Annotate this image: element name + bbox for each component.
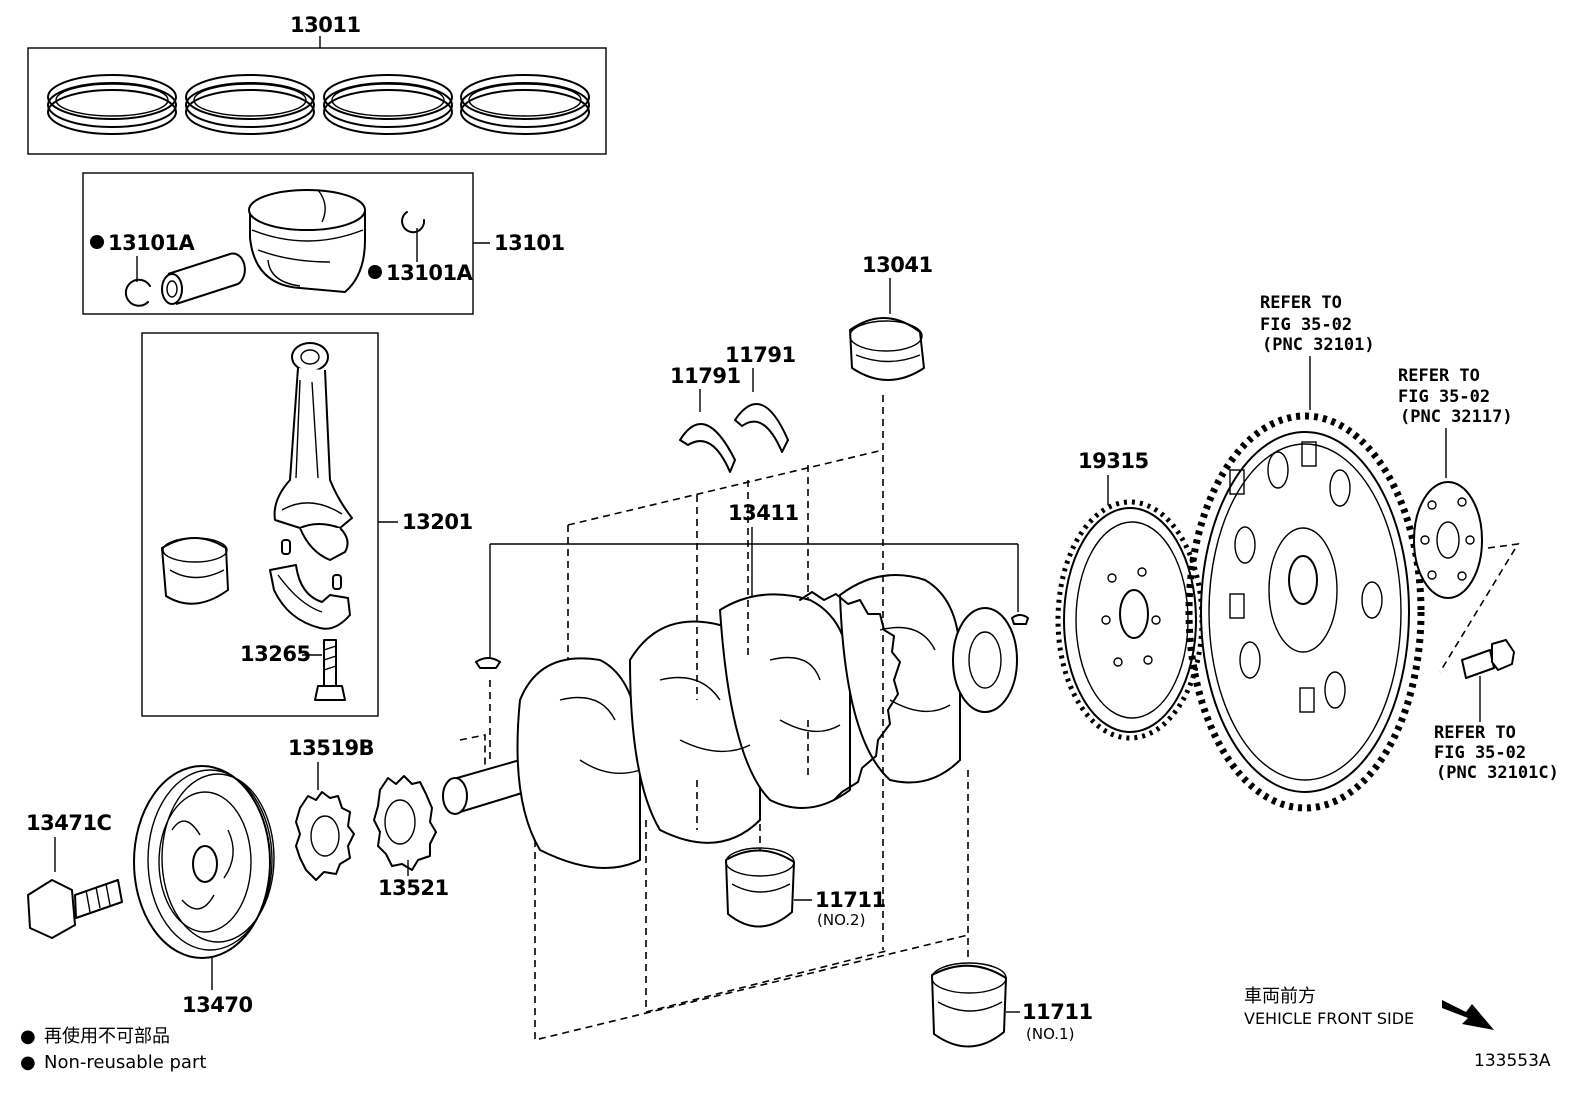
ref3-line1: REFER TO — [1434, 723, 1516, 743]
part-number-13471C[interactable]: 13471C — [26, 811, 112, 835]
figure-id: 133553A — [1474, 1051, 1551, 1071]
crank-key-rear — [1011, 614, 1029, 625]
part-number-11791-b[interactable]: 11791 — [725, 343, 796, 367]
bearing-no1-label: (NO.1) — [1026, 1025, 1074, 1043]
crank-timing-sprocket[interactable] — [373, 775, 437, 871]
bearing-no2-label: (NO.2) — [817, 911, 865, 929]
ref2-line2: FIG 35-02 — [1398, 387, 1490, 407]
pulley-bolt[interactable] — [27, 879, 123, 939]
ring-set-frame — [27, 47, 607, 155]
main-bearing-upper-group: 13041 — [849, 253, 933, 381]
ref3-line3[interactable]: (PNC 32101C) — [1436, 763, 1559, 783]
thrust-washers-group: 11791 11791 — [670, 343, 796, 473]
ref2-line1: REFER TO — [1398, 366, 1480, 386]
conrod-bolt[interactable] — [314, 639, 346, 701]
piston-ring-4[interactable] — [460, 74, 590, 135]
snap-ring-right[interactable] — [401, 211, 426, 234]
knock-pin-left — [281, 539, 291, 555]
piston-pin[interactable] — [161, 252, 246, 305]
legend: ● 再使用不可部品 ● Non-reusable part — [20, 1026, 206, 1073]
piston[interactable] — [248, 189, 366, 293]
part-number-13470[interactable]: 13470 — [182, 993, 253, 1017]
main-bearing-no2[interactable] — [725, 847, 795, 928]
legend-english: Non-reusable part — [44, 1052, 206, 1073]
knock-pin-right — [332, 574, 342, 590]
part-number-13411[interactable]: 13411 — [728, 501, 799, 525]
dashed-assembly-lines — [459, 395, 969, 1042]
part-number-11711-no1[interactable]: 11711 — [1022, 1000, 1093, 1024]
ref3-line2: FIG 35-02 — [1434, 743, 1526, 763]
crankshaft-group: 13411 — [442, 501, 1029, 869]
spacer-plate-group: REFER TO FIG 35-02 (PNC 32117) — [1398, 366, 1520, 673]
ref1-line2: FIG 35-02 — [1260, 315, 1352, 335]
part-number-13521[interactable]: 13521 — [378, 876, 449, 900]
crank-pulley[interactable] — [133, 765, 275, 959]
snap-ring-left[interactable] — [124, 278, 151, 307]
part-number-13041[interactable]: 13041 — [862, 253, 933, 277]
flywheel-bolt-group: REFER TO FIG 35-02 (PNC 32101C) — [1434, 639, 1559, 783]
ref1-line1: REFER TO — [1260, 293, 1342, 313]
signal-plate-group: 19315 — [1055, 449, 1205, 741]
sprocket-13519B-group: 13519B — [288, 736, 375, 881]
legend-bullet-1: ● — [20, 1026, 36, 1047]
legend-japanese: 再使用不可部品 — [44, 1026, 170, 1047]
part-number-13011[interactable]: 13011 — [290, 13, 361, 37]
thrust-washer-2[interactable] — [734, 403, 789, 453]
main-bearing-no2-group: 11711 (NO.2) — [725, 847, 886, 929]
main-bearing-no1-group: 11711 (NO.1) — [931, 962, 1093, 1048]
non-reusable-marker-left — [90, 235, 104, 249]
connecting-rod-group: 13201 13265 — [141, 332, 473, 717]
part-number-13101[interactable]: 13101 — [494, 231, 565, 255]
vehicle-front-indicator: 車両前方 VEHICLE FRONT SIDE — [1244, 986, 1494, 1030]
main-bearing-upper[interactable] — [849, 317, 925, 381]
direction-english: VEHICLE FRONT SIDE — [1244, 1009, 1414, 1028]
oil-pump-sprocket[interactable] — [295, 791, 355, 881]
ref2-line3[interactable]: (PNC 32117) — [1400, 407, 1513, 427]
legend-bullet-2: ● — [20, 1052, 36, 1073]
spacer-plate[interactable] — [1413, 481, 1483, 599]
part-number-11711-no2[interactable]: 11711 — [815, 888, 886, 912]
part-number-13201[interactable]: 13201 — [402, 510, 473, 534]
part-number-13519B[interactable]: 13519B — [288, 736, 375, 760]
piston-ring-1[interactable] — [47, 74, 177, 135]
part-number-13101A-right[interactable]: 13101A — [386, 261, 474, 285]
arrow-down-right-icon — [1442, 1000, 1494, 1030]
crank-pulley-group: 13470 — [133, 765, 275, 1017]
connecting-rod[interactable] — [273, 342, 353, 561]
crank-position-sensor-plate[interactable] — [1055, 499, 1205, 741]
part-number-13101A-left[interactable]: 13101A — [108, 231, 196, 255]
part-number-19315[interactable]: 19315 — [1078, 449, 1149, 473]
part-number-11791-a[interactable]: 11791 — [670, 364, 741, 388]
part-number-13265[interactable]: 13265 — [240, 642, 311, 666]
pulley-bolt-group: 13471C — [26, 811, 123, 939]
piston-ring-3[interactable] — [323, 74, 453, 135]
drive-plate[interactable] — [1185, 412, 1425, 812]
drive-plate-group: REFER TO FIG 35-02 (PNC 32101) — [1185, 293, 1425, 812]
conrod-frame — [141, 332, 379, 717]
thrust-washer-1[interactable] — [679, 423, 736, 473]
main-bearing-no1[interactable] — [931, 962, 1007, 1048]
ref1-line3[interactable]: (PNC 32101) — [1262, 335, 1375, 355]
direction-japanese: 車両前方 — [1244, 986, 1316, 1007]
piston-ring-2[interactable] — [185, 74, 315, 135]
non-reusable-marker-right — [368, 265, 382, 279]
drive-plate-bolt[interactable] — [1461, 639, 1515, 679]
crankshaft[interactable] — [442, 574, 1018, 869]
piston-assembly-group: 13101 13101A 13101A — [82, 172, 565, 315]
piston-ring-set-group: 13011 — [27, 13, 607, 155]
conrod-cap[interactable] — [269, 564, 351, 630]
crank-key-front — [475, 657, 501, 669]
conrod-bearing[interactable] — [161, 537, 229, 605]
sprocket-13521-group: 13521 — [373, 775, 449, 900]
